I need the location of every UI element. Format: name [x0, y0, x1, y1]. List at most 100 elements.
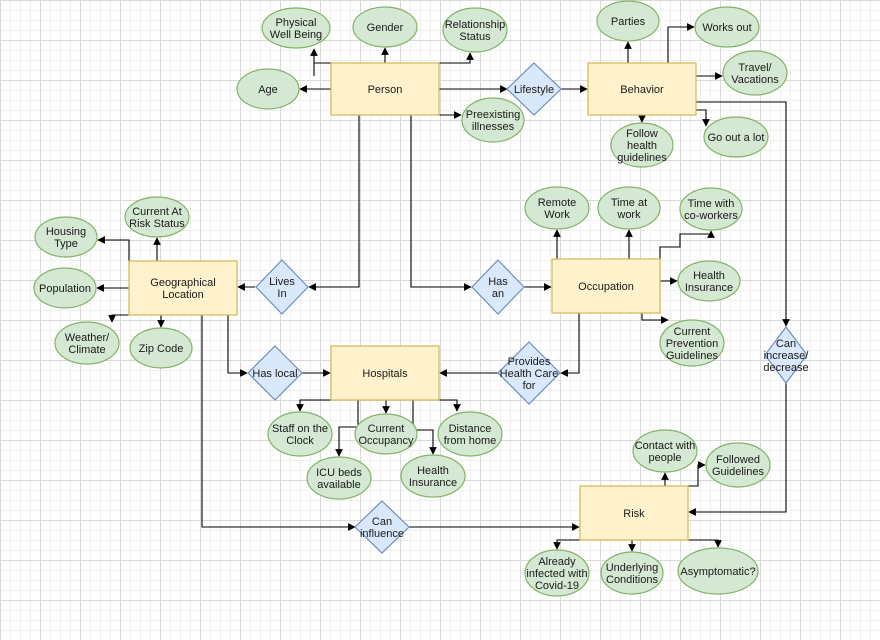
relationship-has-local[interactable]: Has local: [247, 345, 303, 401]
relationship-lives-in-label: In: [277, 288, 286, 300]
attribute-weather-climate[interactable]: Weather/Climate: [54, 321, 120, 365]
attribute-current-occupancy-label: Current: [368, 423, 405, 435]
relationship-lifestyle-diamond: [506, 62, 562, 116]
attribute-travel-vacations[interactable]: Travel/Vacations: [722, 50, 788, 96]
hospitals-to-icu-arrow: [335, 400, 359, 457]
behavior-to-can-increase-arrow: [696, 101, 790, 327]
geo-to-weather-arrow: [108, 314, 129, 323]
attribute-weather-climate-ellipse: [54, 321, 120, 365]
entity-occupation-label: Occupation: [578, 281, 634, 293]
behavior-to-go-out-arrow: [696, 109, 710, 127]
attribute-relationship-status-label: Status: [459, 31, 491, 43]
risk-to-already-infected-arrow: [553, 539, 580, 550]
attribute-contact-with-people-ellipse: [632, 429, 698, 473]
entity-geographical-location-label: Location: [162, 289, 204, 301]
attribute-preexisting-illnesses-label: Preexisting: [466, 109, 520, 121]
relationship-provides-health-care-for-label: Provides: [508, 356, 551, 368]
attribute-preexisting-illnesses-ellipse: [461, 97, 525, 143]
attribute-parties[interactable]: Parties: [596, 0, 660, 42]
attribute-time-with-coworkers-label: Time with: [688, 198, 735, 210]
attribute-distance-from-home-label: from home: [444, 435, 497, 447]
attribute-zip-code[interactable]: Zip Code: [129, 327, 193, 369]
entity-hospitals[interactable]: Hospitals: [330, 345, 440, 401]
attribute-population[interactable]: Population: [33, 267, 97, 309]
attribute-gender-ellipse: [352, 6, 418, 48]
relationship-can-increase-decrease-label: decrease: [763, 362, 808, 374]
attribute-works-out[interactable]: Works out: [694, 6, 760, 48]
connectors: [96, 23, 790, 552]
attribute-population-ellipse: [33, 267, 97, 309]
person-to-lives-in-arrow: [308, 115, 360, 291]
attribute-preexisting-illnesses-label: illnesses: [472, 121, 515, 133]
relationship-lifestyle[interactable]: Lifestyle: [506, 62, 562, 116]
attribute-already-infected-ellipse: [524, 549, 590, 597]
relationship-provides-health-care-for-diamond: [497, 341, 561, 405]
attribute-current-prevention-guidelines-label: Guidelines: [666, 350, 718, 362]
entity-person[interactable]: Person: [330, 62, 440, 116]
entity-behavior[interactable]: Behavior: [587, 62, 697, 116]
hospitals-to-health-ins-arrow: [412, 400, 437, 455]
attribute-current-prevention-guidelines-label: Prevention: [666, 338, 719, 350]
entity-risk[interactable]: Risk: [579, 485, 689, 541]
attribute-age[interactable]: Age: [236, 68, 300, 110]
attribute-icu-beds-available-label: available: [317, 479, 360, 491]
entity-occupation[interactable]: Occupation: [551, 258, 661, 314]
attribute-gender[interactable]: Gender: [352, 6, 418, 48]
attribute-current-at-risk-status-label: Risk Status: [129, 218, 185, 230]
attribute-asymptomatic[interactable]: Asymptomatic?: [677, 547, 759, 595]
attribute-go-out-a-lot[interactable]: Go out a lot: [703, 116, 769, 158]
relationship-has-local-label: Has local: [252, 368, 297, 380]
attribute-relationship-status-label: Relationship: [445, 19, 506, 31]
attribute-time-with-coworkers-ellipse: [679, 187, 743, 231]
attribute-remote-work-label: Work: [544, 209, 570, 221]
attribute-asymptomatic-ellipse: [677, 547, 759, 595]
attribute-time-at-work-label: Time at: [611, 197, 647, 209]
attribute-underlying-conditions-label: Conditions: [606, 574, 658, 586]
relationship-can-increase-decrease-label: Can: [776, 338, 796, 350]
attribute-go-out-a-lot-label: Go out a lot: [708, 132, 765, 144]
attribute-already-infected-label: Covid-19: [535, 580, 579, 592]
occupation-to-prevention-arrow: [641, 313, 669, 324]
attribute-remote-work-label: Remote: [538, 197, 577, 209]
attribute-travel-vacations-label: Travel/: [738, 62, 772, 74]
hospitals-to-staff-arrow: [296, 399, 331, 412]
entity-person-box: [330, 62, 440, 116]
risk-to-followed-arrow: [688, 461, 706, 487]
attribute-zip-code-label: Zip Code: [139, 343, 184, 355]
attribute-contact-with-people-label: people: [648, 452, 681, 464]
relationship-lives-in-diamond: [255, 259, 309, 315]
attribute-time-with-coworkers-label: co-workers: [684, 210, 738, 222]
attribute-occupation-health-insurance-label: Insurance: [685, 282, 733, 294]
person-to-has-an-arrow: [410, 115, 472, 291]
attribute-current-at-risk-status-label: Current At: [132, 206, 182, 218]
attribute-weather-climate-label: Climate: [68, 344, 105, 356]
attribute-physical-well-being-ellipse: [261, 7, 331, 49]
